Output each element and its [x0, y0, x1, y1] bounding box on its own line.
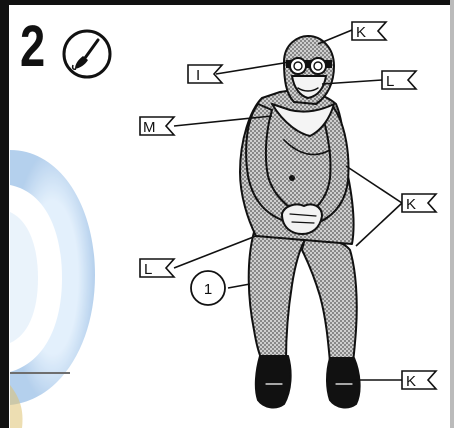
collar — [271, 103, 335, 137]
callout-letter: I — [196, 67, 200, 84]
callout-letter: L — [386, 73, 394, 90]
paintbrush-icon — [62, 29, 112, 79]
part-number-1: 1 — [190, 270, 226, 306]
right-edge — [450, 0, 454, 428]
pilot-figure — [239, 35, 361, 409]
callout-i-goggles: I — [187, 64, 224, 84]
callout-letter: L — [144, 261, 152, 278]
leader-lines — [173, 29, 403, 381]
callout-letter: K — [356, 24, 366, 41]
callout-letter: K — [406, 196, 416, 213]
callout-k-suit: K — [401, 193, 438, 213]
callout-letter: M — [143, 119, 156, 136]
hands — [281, 203, 323, 235]
right-leg — [301, 236, 358, 363]
face — [291, 75, 327, 99]
callout-l-face: L — [381, 70, 418, 90]
goggle-left — [289, 57, 307, 75]
top-border — [0, 0, 454, 5]
left-boot — [254, 355, 292, 409]
right-boot — [326, 357, 361, 409]
goggle-strap — [286, 60, 332, 68]
watermark-ring — [10, 150, 95, 428]
goggle-right — [309, 57, 327, 75]
callout-k-head: K — [351, 21, 388, 41]
callout-letter: K — [406, 373, 416, 390]
step-number: 2 — [20, 14, 46, 79]
callout-l-hands: L — [139, 258, 176, 278]
callout-k-boots: K — [401, 370, 438, 390]
callout-m-collar: M — [139, 116, 176, 136]
left-border — [0, 0, 9, 428]
left-leg — [247, 231, 306, 361]
part-number-label: 1 — [204, 281, 212, 298]
